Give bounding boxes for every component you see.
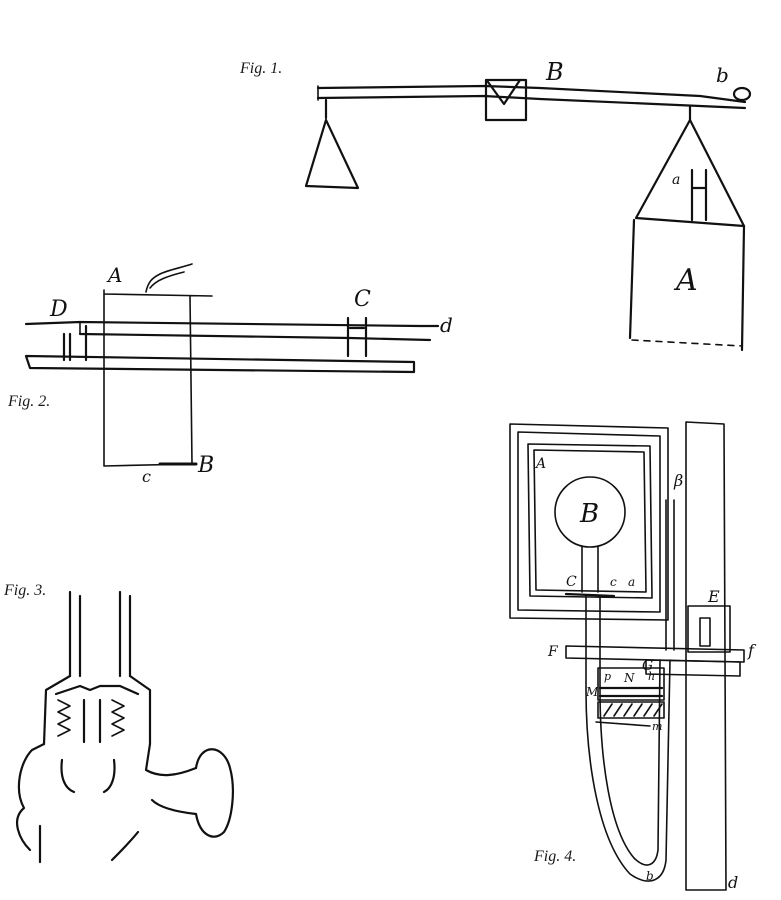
fig2-rod xyxy=(24,320,440,328)
fig4-label-h: h xyxy=(648,670,655,683)
fig2-label-c: c xyxy=(142,467,151,486)
fig3-left-tube xyxy=(68,590,82,678)
fig1-drawing: B b a A xyxy=(304,58,752,352)
fig4-stem xyxy=(581,545,599,593)
fig1-bell-roof xyxy=(634,118,746,228)
fig3-knob xyxy=(150,748,234,838)
fig2-flame xyxy=(145,263,193,293)
fig2-bench xyxy=(24,354,416,374)
fig4-label-N: N xyxy=(623,671,635,685)
fig4-label-M: M xyxy=(585,685,599,699)
fig4-label-f: f xyxy=(747,641,757,660)
fig4-label-C: C xyxy=(566,574,577,590)
fig4-label-beta: β xyxy=(673,471,683,490)
fig3-right-spring xyxy=(111,699,125,737)
fig3-left-spring xyxy=(57,699,71,737)
fig4-label-E: E xyxy=(707,587,720,606)
fig4-label-p: p xyxy=(604,670,611,683)
fig4-label-B: B xyxy=(579,499,599,529)
fig3-upper-body xyxy=(42,674,152,746)
fig2-caption: Fig. 2. xyxy=(8,393,51,410)
fig2-label-D: D xyxy=(49,297,68,322)
fig4-n-block xyxy=(597,667,665,701)
fig4-label-A: A xyxy=(534,456,546,472)
fig1-label-b: b xyxy=(716,63,729,87)
fig4-hatched-block xyxy=(597,701,665,719)
fig4-bulb xyxy=(554,476,626,548)
fig4-label-b: b xyxy=(646,869,654,883)
fig1-box xyxy=(628,218,746,352)
fig1-end-ring xyxy=(732,86,752,102)
fig4-beta-tube xyxy=(665,499,675,651)
fig1-caption: Fig. 1. xyxy=(240,60,283,77)
fig4-u-tube xyxy=(585,595,671,882)
fig4-label-c: c xyxy=(610,575,617,589)
fig2-label-d: d xyxy=(440,313,453,337)
fig4-inner-panel xyxy=(527,443,653,599)
fig3-drawing xyxy=(16,590,234,864)
fig2-label-A: A xyxy=(106,263,122,287)
fig2-label-C: C xyxy=(354,287,371,312)
fig4-label-m: m xyxy=(652,720,662,733)
fig4-label-a: a xyxy=(628,575,635,589)
fig4-label-F: F xyxy=(547,644,559,660)
fig2-vertical-box xyxy=(103,289,213,467)
fig1-label-B: B xyxy=(545,58,564,86)
fig1-left-pan xyxy=(304,118,360,190)
fig3-caption: Fig. 3. xyxy=(4,582,47,599)
fig2-drawing: A D C d c B xyxy=(24,263,453,486)
fig4-e-box xyxy=(687,605,731,653)
fig1-label-a: a xyxy=(672,172,680,188)
fig4-crossbar xyxy=(565,645,745,663)
fig4-label-G: G xyxy=(642,658,653,674)
fig1-beam xyxy=(316,84,747,104)
fig4-right-column xyxy=(685,421,727,891)
fig1-label-A: A xyxy=(673,263,698,298)
fig4-outer-frame xyxy=(509,423,669,621)
fig4-drawing: A B C c a β E F f G p N h M m b d xyxy=(509,421,757,892)
fig2-label-B: B xyxy=(197,453,214,478)
fig3-lower-body xyxy=(16,742,198,852)
fig3-right-tube xyxy=(118,590,132,678)
fig1-pivot-box xyxy=(484,78,528,122)
fig4-caption: Fig. 4. xyxy=(534,848,577,865)
fig4-label-d: d xyxy=(728,873,738,892)
